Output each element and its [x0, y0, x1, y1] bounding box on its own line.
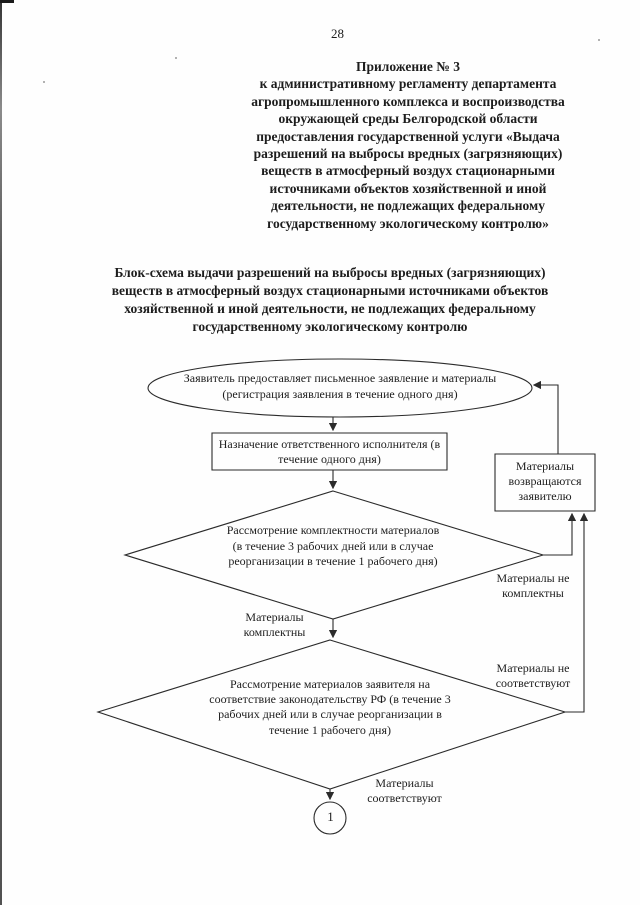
header-line: веществ в атмосферный воздух стационарны…	[261, 163, 555, 179]
title-line: хозяйственной и иной деятельности, не по…	[124, 301, 536, 316]
scan-speck	[175, 57, 177, 59]
edge-label-materials-not-complete: Материалы не комплектны	[496, 571, 570, 600]
assign-executor-text: Назначение ответственного исполнителя (в…	[218, 437, 441, 466]
header-line: деятельности, не подлежащих федеральному	[271, 198, 545, 214]
assign-executor-shape	[212, 433, 447, 470]
header-line: предоставления государственной услуги «В…	[256, 128, 560, 144]
header-line: источниками объектов хозяйственной и ино…	[269, 180, 547, 196]
header-line: к административному регламенту департаме…	[259, 76, 557, 92]
check-compliance-text: Рассмотрение материалов заявителя на соо…	[209, 677, 451, 737]
arrow-return-to-start	[532, 380, 558, 454]
diagram-title: Блок-схема выдачи разрешений на выбросы …	[50, 264, 610, 336]
scan-speck	[598, 39, 600, 41]
title-line: Блок-схема выдачи разрешений на выбросы …	[114, 265, 546, 280]
header-line: разрешений на выбросы вредных (загрязняю…	[253, 146, 563, 162]
title-line: веществ в атмосферный воздух стационарны…	[111, 283, 549, 298]
scan-speck	[43, 81, 45, 83]
return-materials-text: Материалы возвращаются заявителю	[508, 459, 582, 504]
page-number: 28	[331, 26, 344, 41]
arrow-not-complete-to-return	[543, 512, 577, 555]
arrow-not-compliant-to-return	[565, 512, 589, 712]
connector-1-shape	[314, 802, 346, 834]
start-terminator-shape	[148, 359, 532, 417]
appendix-header: Приложение № 3 к административному регла…	[223, 58, 593, 232]
start-terminator-text: Заявитель предоставляет письменное заявл…	[183, 371, 497, 401]
edge-label-materials-not-compliant: Материалы не соответствуют	[495, 661, 571, 690]
edge-label-materials-complete: Материалы комплектны	[243, 610, 306, 639]
header-line: агропромышленного комплекса и воспроизво…	[251, 93, 565, 109]
check-completeness-text: Рассмотрение комплектности материалов (в…	[226, 523, 440, 569]
scan-edge-artifact	[0, 0, 2, 905]
return-materials-shape	[495, 454, 595, 511]
header-line: государственному экологическому контролю…	[267, 215, 549, 231]
scan-corner-artifact	[0, 0, 14, 3]
title-line: государственному экологическому контролю	[192, 319, 468, 334]
header-line: Приложение № 3	[356, 59, 460, 74]
edge-label-materials-compliant: Материалы соответствуют	[367, 776, 442, 805]
connector-1-label: 1	[327, 809, 334, 824]
header-line: окружающей среды Белгородской области	[278, 111, 538, 127]
